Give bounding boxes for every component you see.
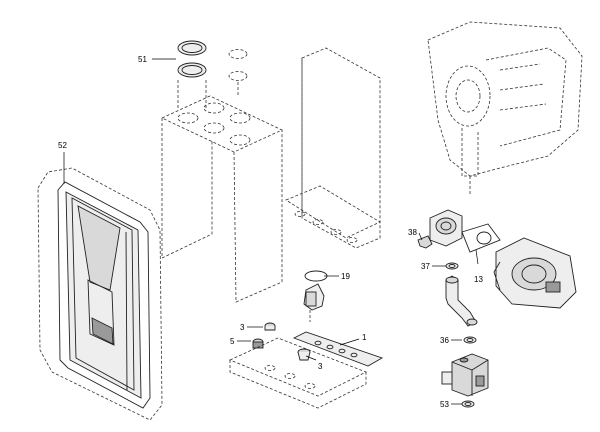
callout-36: 36 <box>440 336 449 345</box>
outer-case-box <box>161 49 283 303</box>
callout-3-upper: 3 <box>240 323 245 332</box>
bottom-base <box>228 337 367 409</box>
callout-13: 13 <box>474 275 483 284</box>
grommets <box>252 322 311 361</box>
part-53-washer <box>461 400 475 408</box>
part-36-washer <box>463 336 477 344</box>
callout-5: 5 <box>230 337 235 346</box>
callout-3-lower: 3 <box>318 362 323 371</box>
front-cover-panel <box>37 167 163 421</box>
gas-valve <box>441 353 489 397</box>
leader-lines <box>63 58 479 405</box>
callout-52: 52 <box>58 141 67 150</box>
callout-51: 51 <box>138 55 147 64</box>
back-frame <box>285 47 381 249</box>
part-19-fitting <box>303 270 328 322</box>
part-1-plate <box>292 331 384 367</box>
fan-assembly <box>429 209 577 309</box>
callout-37: 37 <box>421 262 430 271</box>
heat-exchanger <box>427 21 583 196</box>
callout-38: 38 <box>408 228 417 237</box>
callout-1: 1 <box>362 333 367 342</box>
gas-pipe <box>445 262 478 327</box>
callout-19: 19 <box>341 272 350 281</box>
flue-adaptor-rings <box>177 40 207 110</box>
callout-53: 53 <box>440 400 449 409</box>
